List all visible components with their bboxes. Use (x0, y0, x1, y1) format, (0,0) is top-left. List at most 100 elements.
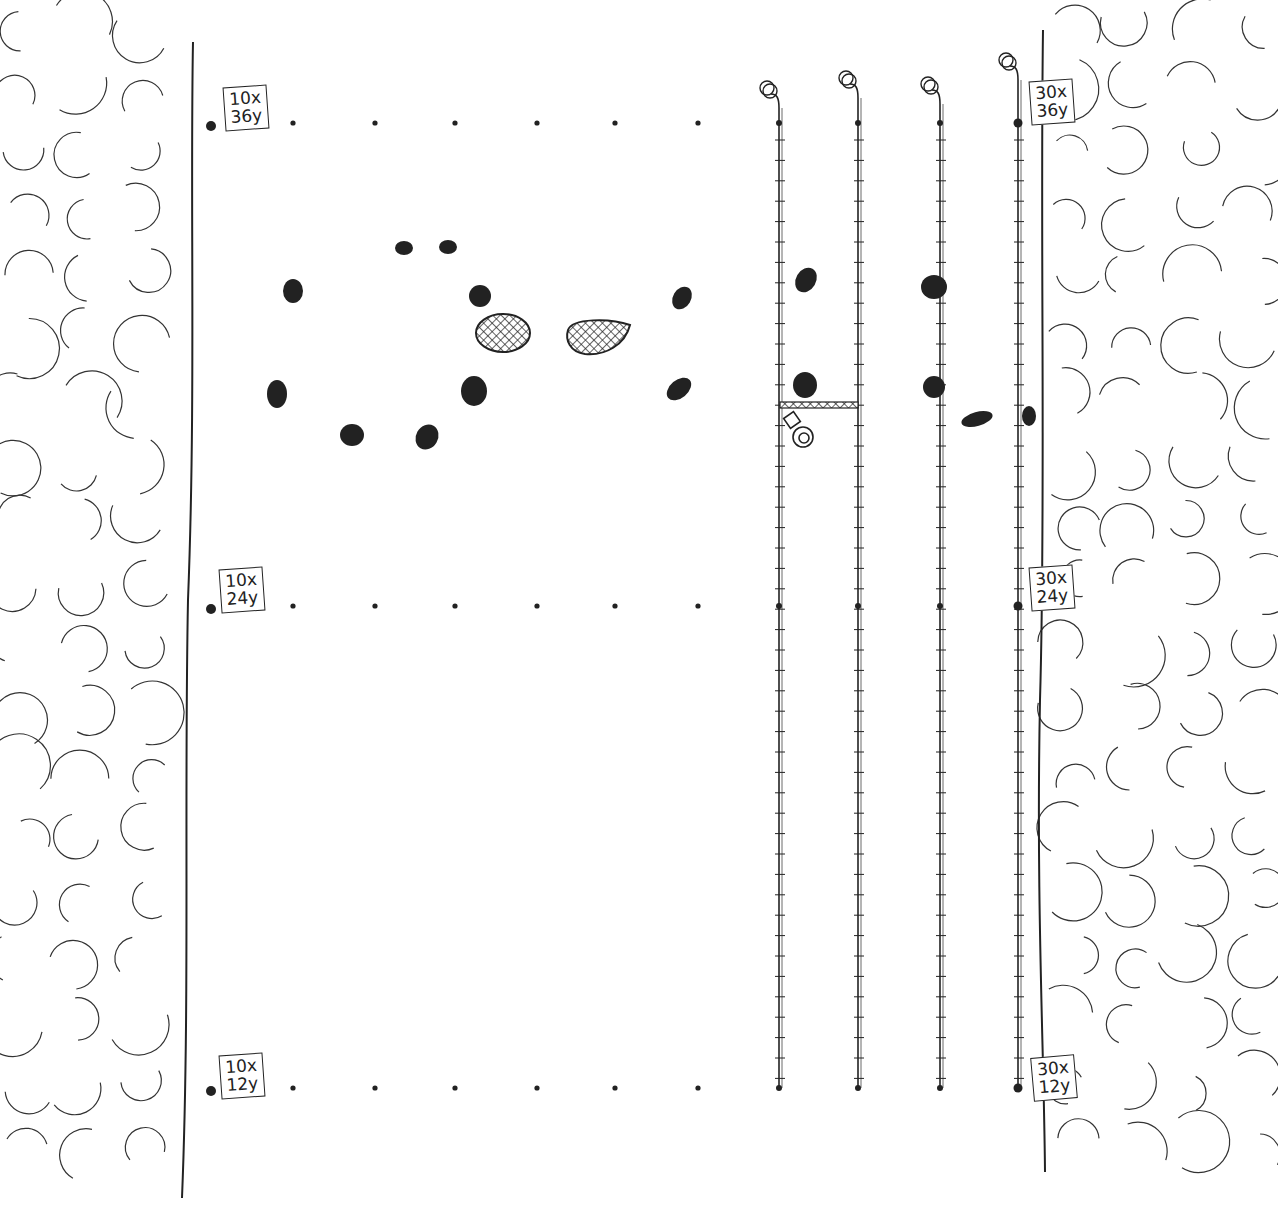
rope-tick (854, 772, 864, 773)
rope-tick (1014, 752, 1024, 753)
marker-dot (452, 120, 457, 125)
rope-tick (775, 996, 785, 997)
tree-stroke (50, 940, 97, 989)
tree-stroke (66, 371, 122, 418)
rope-tick (775, 752, 785, 753)
rope (943, 104, 944, 1088)
tree-stroke (0, 734, 50, 789)
rope-tick (1014, 935, 1024, 936)
rope-tick (1014, 527, 1024, 528)
marker-dot (855, 1085, 861, 1091)
rope-tick (936, 690, 946, 691)
marker-dot (290, 120, 295, 125)
rope-tick (854, 323, 864, 324)
rope-tick (936, 588, 946, 589)
rope-tick (1014, 425, 1024, 426)
rope-tick (775, 323, 785, 324)
player-figure (784, 412, 813, 447)
tree-stroke (1228, 447, 1255, 481)
rope-tick (854, 303, 864, 304)
rope-tick (1014, 650, 1024, 651)
rope (861, 98, 862, 1088)
rope-tick (936, 180, 946, 181)
rope-tick (936, 323, 946, 324)
rope-tick (854, 364, 864, 365)
rope-tick (775, 446, 785, 447)
tree-stroke (1234, 381, 1269, 439)
rope-tick (1014, 813, 1024, 814)
tree-stroke (1058, 507, 1099, 550)
tree-stroke (0, 373, 17, 409)
tree-stroke (1196, 1076, 1206, 1110)
rope-tick (854, 588, 864, 589)
tree-stroke (1119, 450, 1150, 490)
rope-tick (854, 1058, 864, 1059)
rope-tick (936, 140, 946, 141)
rope-tick (1014, 303, 1024, 304)
cone (411, 420, 443, 454)
rope-tick (936, 1037, 946, 1038)
rope-tick (775, 690, 785, 691)
rope-tick (854, 221, 864, 222)
rope-tick (936, 160, 946, 161)
sign-label: 30x 36y (1035, 83, 1069, 121)
rope (782, 108, 783, 1088)
rope-tick (775, 670, 785, 671)
marker-dot (372, 120, 377, 125)
tree-stroke (0, 440, 41, 496)
tree-stroke (1053, 199, 1085, 229)
rope-tick (854, 242, 864, 243)
rope-loop (1002, 56, 1016, 70)
rope-tick (775, 1037, 785, 1038)
tree-stroke (1232, 998, 1260, 1034)
rope-tick (854, 140, 864, 141)
rope-tick (1014, 629, 1024, 630)
tree-stroke (61, 308, 85, 348)
tree-stroke (1187, 632, 1209, 675)
rope-tick (1014, 670, 1024, 671)
rope-tick (936, 507, 946, 508)
rope-tick (936, 548, 946, 549)
tree-stroke (1219, 331, 1274, 367)
rope-tick (854, 629, 864, 630)
rope-tick (854, 792, 864, 793)
rope-tick (854, 833, 864, 834)
marker-dot (612, 120, 617, 125)
rope-tick (1014, 201, 1024, 202)
marker-dot (1014, 602, 1023, 611)
marker-dot (776, 603, 782, 609)
tree-stroke (1225, 762, 1265, 794)
rope-tick (936, 609, 946, 610)
marker-dot (206, 604, 216, 614)
marker-dot (937, 120, 943, 126)
tree-stroke (61, 626, 107, 672)
rope-tick (1014, 221, 1024, 222)
cone (791, 264, 821, 297)
rope-tick (936, 344, 946, 345)
rope-tick (1014, 956, 1024, 957)
marker-dot (372, 1085, 377, 1090)
marker-dot (776, 1085, 782, 1091)
marker-dot (695, 1085, 700, 1090)
rope-tick (1014, 711, 1024, 712)
tree-stroke (1172, 0, 1210, 40)
rope-tick (854, 609, 864, 610)
tree-stroke (1038, 620, 1083, 658)
rope-tick (775, 344, 785, 345)
tree-stroke (0, 1015, 42, 1056)
rope-loop (921, 77, 935, 91)
marker-dot (452, 603, 457, 608)
rope-tick (1014, 242, 1024, 243)
rope-tick (854, 486, 864, 487)
rope-loop (999, 53, 1013, 67)
rope-tick (936, 568, 946, 569)
rope-tick (936, 996, 946, 997)
rope (1021, 80, 1022, 1088)
cone (1022, 406, 1036, 426)
rope-tick (775, 772, 785, 773)
rope-tick (854, 548, 864, 549)
tree-stroke (1113, 559, 1145, 584)
tree-stroke (60, 1129, 92, 1178)
sign-label: 10x 36y (229, 89, 263, 127)
rope-tick (775, 466, 785, 467)
